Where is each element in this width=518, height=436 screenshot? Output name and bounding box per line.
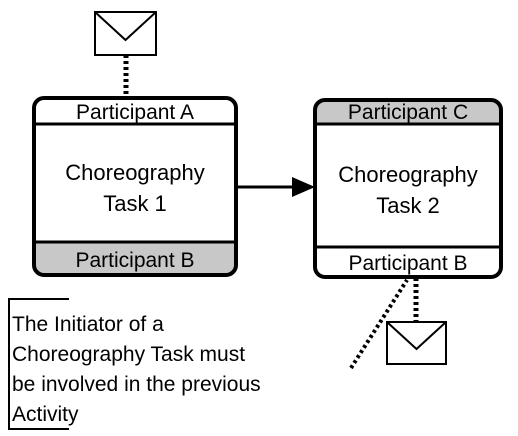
annotation-line4: Activity [12,403,79,426]
task2-top-participant: Participant C [348,101,468,124]
annotation-bracket [8,298,69,430]
annotation-association [349,278,409,370]
task2-bottom-participant: Participant B [348,252,467,275]
annotation-line3: be involved in the previous [12,373,261,396]
message-2 [386,278,447,365]
task1-name-line1: Choreography [65,160,204,185]
sequence-flow [236,177,315,197]
task2-name-line2: Task 2 [376,193,440,218]
task2-name-line1: Choreography [338,162,477,187]
annotation-line2: Choreography Task must [12,343,245,366]
task1-bottom-participant: Participant B [75,249,194,272]
choreography-task-1[interactable]: Participant A Choreography Task 1 Partic… [32,96,238,277]
annotation-line1: The Initiator of a [12,313,164,336]
message-1 [94,11,157,98]
task1-top-participant: Participant A [76,101,194,124]
envelope-icon [386,321,447,365]
task1-bottom-band [34,242,236,275]
task1-name-line2: Task 1 [103,191,167,216]
task2-top-band [315,100,501,124]
envelope-icon [94,11,157,56]
task2-frame [313,98,503,279]
text-annotation: The Initiator of a Choreography Task mus… [8,298,261,430]
arrowhead-icon [292,177,315,197]
choreography-task-2[interactable]: Participant C Choreography Task 2 Partic… [313,98,503,279]
